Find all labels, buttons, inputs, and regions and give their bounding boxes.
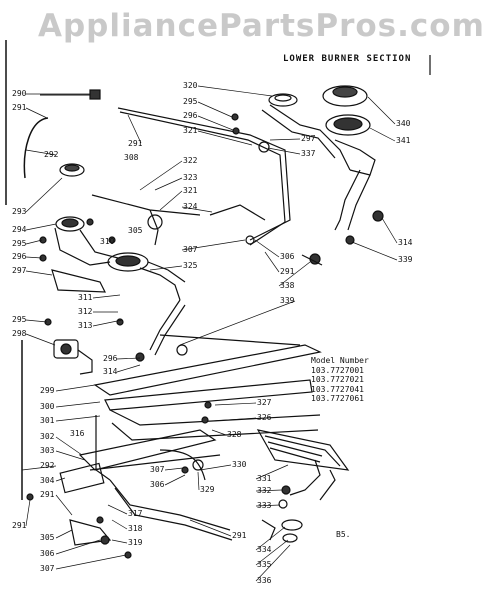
part-label-326: 326 [257, 413, 272, 422]
model-number-4: 103.7727061 [311, 394, 364, 403]
part-label-306: 306 [280, 252, 295, 261]
part-label-337: 337 [301, 149, 316, 158]
page-code: B5. [336, 530, 351, 539]
part-label-306: 306 [40, 549, 55, 558]
part-label-307: 307 [183, 245, 198, 254]
part-label-297: 297 [301, 134, 316, 143]
part-label-302: 302 [40, 432, 55, 441]
part-label-293: 293 [12, 207, 27, 216]
diagram-drawing [5, 40, 431, 582]
part-label-320: 320 [183, 81, 198, 90]
part-number-labels: 290 291 292 293 294 295 296 297 295 298 291 308 322 3… [12, 81, 413, 585]
part-label-332: 332 [257, 486, 272, 495]
part-label-290: 290 [12, 89, 27, 98]
part-label-291: 291 [280, 267, 295, 276]
part-label-291: 291 [12, 103, 27, 112]
part-label-291: 291 [232, 531, 247, 540]
part-label-338: 338 [280, 281, 295, 290]
part-label-306: 306 [150, 480, 165, 489]
watermark: AppliancePartsPros.com [38, 8, 485, 44]
model-number-block: Model Number 103.7727001 103.7727021 103… [311, 356, 369, 404]
part-label-300: 300 [40, 402, 55, 411]
model-number-1: 103.7727001 [311, 365, 364, 375]
part-label-341: 341 [396, 136, 411, 145]
part-label-336: 336 [257, 576, 272, 585]
part-label-301: 301 [40, 416, 55, 425]
part-label-313: 313 [78, 321, 93, 330]
part-label-329: 329 [200, 485, 215, 494]
part-label-317: 317 [128, 509, 143, 518]
part-label-303: 303 [40, 446, 55, 455]
part-label-318: 318 [128, 524, 143, 533]
part-label-339: 339 [398, 255, 413, 264]
part-label-299: 299 [40, 386, 55, 395]
part-label-324: 324 [183, 202, 198, 211]
part-label-321: 321 [183, 186, 198, 195]
part-label-291: 291 [40, 490, 55, 499]
part-label-310: 310 [100, 237, 115, 246]
part-label-292: 292 [44, 150, 59, 159]
part-label-323: 323 [183, 173, 198, 182]
part-label-322: 322 [183, 156, 198, 165]
part-label-307: 307 [40, 564, 55, 573]
leader-lines [21, 85, 398, 582]
section-title: LOWER BURNER SECTION [283, 54, 412, 64]
part-label-333: 333 [257, 501, 272, 510]
part-label-296: 296 [12, 252, 27, 261]
part-label-340: 340 [396, 119, 411, 128]
part-label-297: 297 [12, 266, 27, 275]
part-label-335: 335 [257, 560, 272, 569]
part-label-314: 314 [398, 238, 413, 247]
part-label-298: 298 [12, 329, 27, 338]
part-label-339: 339 [280, 296, 295, 305]
part-label-305: 305 [128, 226, 143, 235]
part-label-291: 291 [128, 139, 143, 148]
part-label-334: 334 [257, 545, 272, 554]
part-label-314: 314 [103, 367, 118, 376]
part-label-331: 331 [257, 474, 272, 483]
model-number-3: 103.7727041 [311, 384, 364, 394]
part-label-327: 327 [257, 398, 272, 407]
part-label-328: 328 [227, 430, 242, 439]
part-label-321: 321 [183, 126, 198, 135]
part-label-308: 308 [124, 153, 139, 162]
part-label-305: 305 [40, 533, 55, 542]
part-label-294: 294 [12, 225, 27, 234]
part-label-295: 295 [183, 97, 198, 106]
part-label-319: 319 [128, 538, 143, 547]
part-label-291: 291 [12, 521, 27, 530]
part-label-296: 296 [103, 354, 118, 363]
part-label-304: 304 [40, 476, 55, 485]
part-label-296: 296 [183, 111, 198, 120]
model-number-2: 103.7727021 [311, 375, 364, 384]
part-label-312: 312 [78, 307, 93, 316]
part-label-311: 311 [78, 293, 93, 302]
model-heading: Model Number [311, 356, 369, 365]
part-label-295: 295 [12, 239, 27, 248]
part-label-295: 295 [12, 315, 27, 324]
part-label-330: 330 [232, 460, 247, 469]
part-label-316: 316 [70, 429, 85, 438]
part-label-325: 325 [183, 261, 198, 270]
part-label-292: 292 [40, 461, 55, 470]
part-label-307: 307 [150, 465, 165, 474]
